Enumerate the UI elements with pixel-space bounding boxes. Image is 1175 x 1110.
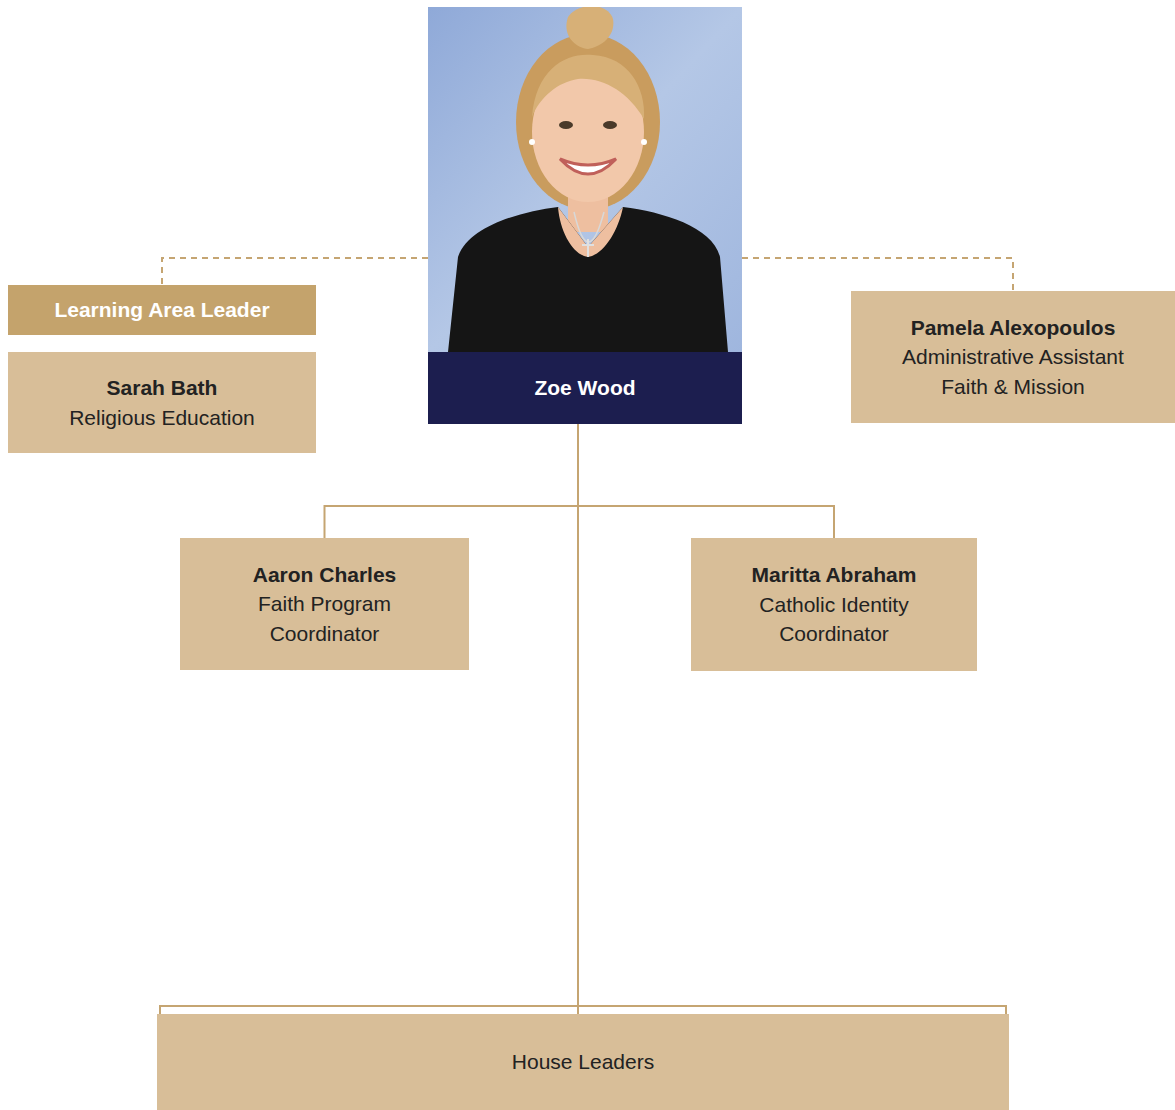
role-label: Catholic Identity Coordinator xyxy=(734,590,934,649)
smile xyxy=(560,159,616,174)
name-band: Zoe Wood xyxy=(428,352,742,424)
reporting-line xyxy=(325,424,579,538)
black-top xyxy=(448,207,728,352)
role-label: Religious Education xyxy=(69,403,255,432)
group-box: House Leaders xyxy=(157,1014,1009,1110)
hair-back xyxy=(516,34,660,210)
neckline xyxy=(558,207,623,257)
name-label: Pamela Alexopoulos xyxy=(911,313,1116,342)
staff-box: Maritta AbrahamCatholic Identity Coordin… xyxy=(691,538,977,671)
name-label: Aaron Charles xyxy=(253,560,397,589)
hair-front xyxy=(532,55,644,119)
dashed-connector xyxy=(162,258,428,285)
name-label: Maritta Abraham xyxy=(752,560,917,589)
role-label: Administrative Assistant Faith & Mission xyxy=(888,342,1138,401)
group-header: Learning Area Leader xyxy=(8,285,316,335)
box-content: Sarah BathReligious Education xyxy=(8,352,316,453)
portrait-card: Zoe Wood xyxy=(428,7,742,424)
box-content: Learning Area Leader xyxy=(8,285,316,335)
hair-bun xyxy=(566,7,613,49)
eye xyxy=(603,121,617,129)
cross-pendant xyxy=(582,239,594,257)
staff-box: Sarah BathReligious Education xyxy=(8,352,316,453)
earring xyxy=(529,139,535,145)
box-content: House Leaders xyxy=(157,1014,1009,1110)
role-label: House Leaders xyxy=(512,1047,654,1076)
box-content: Aaron CharlesFaith Program Coordinator xyxy=(180,538,469,670)
reporting-line xyxy=(578,424,834,538)
portrait-photo xyxy=(428,7,742,352)
dashed-connector xyxy=(742,258,1013,291)
box-content: Maritta AbrahamCatholic Identity Coordin… xyxy=(691,538,977,671)
name-label: Sarah Bath xyxy=(107,373,218,402)
name-label: Zoe Wood xyxy=(534,373,635,402)
name-label: Learning Area Leader xyxy=(54,295,269,324)
staff-box: Pamela AlexopoulosAdministrative Assista… xyxy=(851,291,1175,423)
necklace xyxy=(574,212,604,242)
earring xyxy=(641,139,647,145)
bracket-line xyxy=(160,1006,1006,1014)
role-label: Faith Program Coordinator xyxy=(225,589,425,648)
eye xyxy=(559,121,573,129)
staff-box: Aaron CharlesFaith Program Coordinator xyxy=(180,538,469,670)
photo-background xyxy=(428,7,742,352)
box-content: Pamela AlexopoulosAdministrative Assista… xyxy=(851,291,1175,423)
reporting-line xyxy=(577,424,579,1014)
